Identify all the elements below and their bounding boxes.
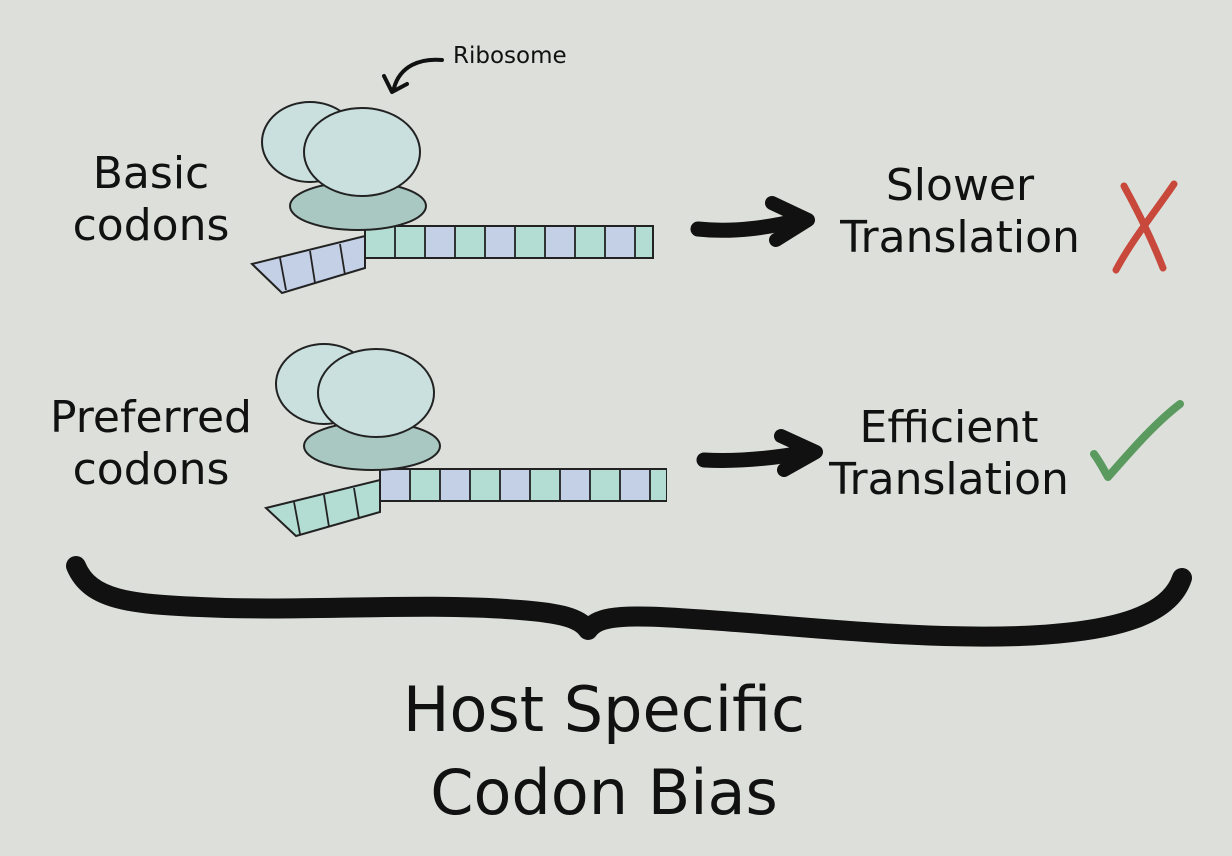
row-label-line: codons	[72, 199, 230, 251]
ribosome-large-subunit-front	[303, 107, 421, 197]
outcome-label-slower-translation: Slower Translation	[834, 160, 1086, 264]
ribosome-basic	[261, 101, 427, 231]
cross-mark-icon	[1112, 180, 1178, 274]
outcome-label-efficient-translation: Efficient Translation	[822, 402, 1076, 506]
row-label-basic-codons: Basic codons	[46, 148, 256, 252]
row-label-preferred-codons: Preferred codons	[38, 392, 264, 496]
outcome-label-line: Translation	[829, 453, 1069, 505]
arrow-preferred-to-outcome	[696, 429, 823, 477]
ribosome-label: Ribosome	[453, 43, 567, 69]
outcome-label-line: Slower	[885, 160, 1035, 211]
mrna-strand-preferred	[263, 468, 667, 538]
row-label-line: Basic	[92, 148, 210, 199]
ribosome-preferred	[275, 343, 441, 471]
row-label-line: Preferred	[50, 392, 252, 443]
ribosome-pointer-arrowhead	[382, 74, 409, 94]
outcome-label-line: Translation	[840, 211, 1080, 263]
diagram-title: Host Specific Codon Bias	[354, 668, 854, 834]
title-line: Host Specific	[402, 673, 806, 746]
mrna-strand-basic	[250, 225, 654, 295]
outcome-label-line: Efficient	[859, 402, 1039, 453]
ribosome-large-subunit-front	[317, 348, 435, 438]
arrow-basic-to-outcome	[690, 196, 815, 247]
row-label-line: codons	[72, 443, 230, 495]
check-mark-icon	[1090, 400, 1184, 481]
curly-brace	[66, 556, 1192, 647]
ribosome-pointer-arrow	[392, 57, 444, 90]
title-line: Codon Bias	[430, 756, 778, 830]
